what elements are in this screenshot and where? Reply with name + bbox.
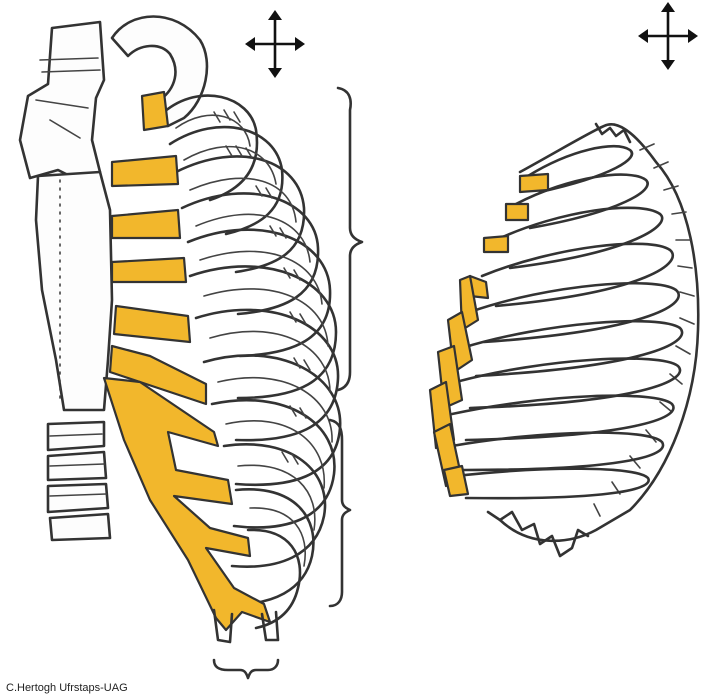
bottom-brace (212, 658, 280, 680)
floating-rib (260, 610, 280, 642)
lateral-rib-cage (18, 15, 364, 680)
upper-brace (336, 86, 364, 392)
oblique-ribs (450, 144, 684, 500)
rib-hatching (213, 109, 311, 465)
sternum-body (34, 170, 114, 412)
lower-brace (328, 418, 352, 608)
oblique-rib-cage (428, 122, 700, 558)
oblique-costal-cartilages (428, 172, 550, 498)
vertebrae (46, 420, 112, 542)
costal-cartilages (102, 90, 272, 632)
move-arrows-icon (245, 10, 305, 78)
sternum (18, 20, 106, 180)
move-arrows-icon (638, 2, 698, 70)
first-rib (110, 15, 209, 128)
floating-rib (212, 608, 234, 644)
rib-inner-edges (175, 114, 333, 567)
cage-outline (498, 123, 700, 543)
ribs (162, 94, 342, 630)
credit-text: C.Hertogh Ufrstaps-UAG (6, 682, 128, 694)
